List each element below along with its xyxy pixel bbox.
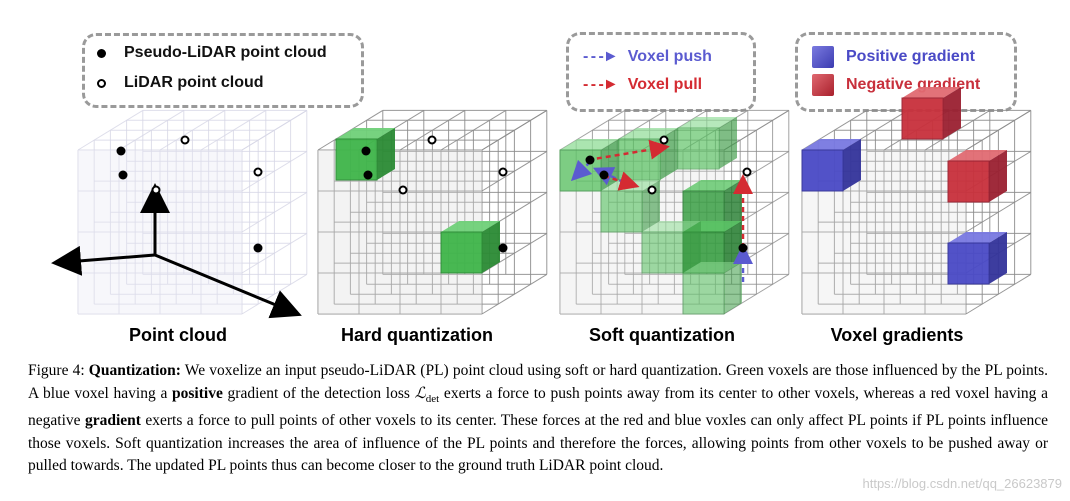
figure-graphic — [51, 87, 1032, 319]
legend-lidar: LiDAR point cloud — [97, 74, 264, 92]
point-cloud-grid — [77, 109, 308, 315]
filled-dot-icon — [97, 48, 106, 58]
caption-text-1: We voxelize an input pseudo-LiDAR (PL) p… — [28, 362, 1048, 402]
dashed-arrow-blue-icon: - - -► — [583, 48, 619, 65]
caption-text-2: gradient of the detection loss — [222, 384, 415, 402]
legend-voxel-push-label: Voxel push — [627, 48, 712, 65]
legend-positive-gradient: Positive gradient — [812, 46, 975, 68]
caption-title: Quantization: — [88, 362, 181, 379]
caption-text-3: exerts a force to push points away from … — [28, 384, 1048, 430]
dashed-arrow-red-icon: - - -► — [583, 76, 619, 93]
legend-positive-label: Positive gradient — [846, 48, 975, 65]
soft-quantization-grid — [559, 109, 790, 315]
caption-figure-label: Figure 4: — [28, 362, 85, 379]
hollow-dot-icon — [97, 78, 106, 88]
legend-pseudo-lidar: Pseudo-LiDAR point cloud — [97, 44, 327, 62]
legend-pseudo-lidar-label: Pseudo-LiDAR point cloud — [124, 44, 327, 61]
panel-label-point-cloud: Point cloud — [129, 325, 227, 345]
blue-cube-icon — [812, 46, 834, 68]
caption-positive: positive — [172, 384, 223, 402]
hard-quantization-grid — [317, 109, 548, 315]
legend-voxel-pull-label: Voxel pull — [627, 76, 703, 93]
hard-quantization-points — [361, 135, 508, 253]
caption-gradient: gradient — [84, 412, 141, 430]
legend-lidar-label: LiDAR point cloud — [124, 74, 264, 91]
legend-points-box — [82, 33, 364, 108]
panel-label-hard-quantization: Hard quantization — [341, 325, 493, 345]
voxel-gradients-grid — [801, 87, 1032, 315]
caption-loss-symbol: ℒ — [414, 384, 426, 402]
panel-label-soft-quantization: Soft quantization — [589, 325, 735, 345]
point-cloud-points — [116, 135, 263, 253]
panel-label-voxel-gradients: Voxel gradients — [830, 325, 964, 345]
caption-loss-subscript: det — [425, 392, 440, 405]
figure-caption: Figure 4: Quantization: We voxelize an i… — [28, 360, 1048, 478]
caption-text-4: exerts a force to pull points of other v… — [28, 412, 1048, 475]
point-cloud-axes — [51, 183, 302, 319]
soft-quantization-points — [585, 135, 752, 253]
legend-voxel-pull: - - -► Voxel pull — [583, 76, 702, 94]
legend-voxel-push: - - -► Voxel push — [583, 48, 712, 66]
watermark: https://blog.csdn.net/qq_26623879 — [862, 476, 1063, 491]
red-cube-icon — [812, 74, 834, 96]
